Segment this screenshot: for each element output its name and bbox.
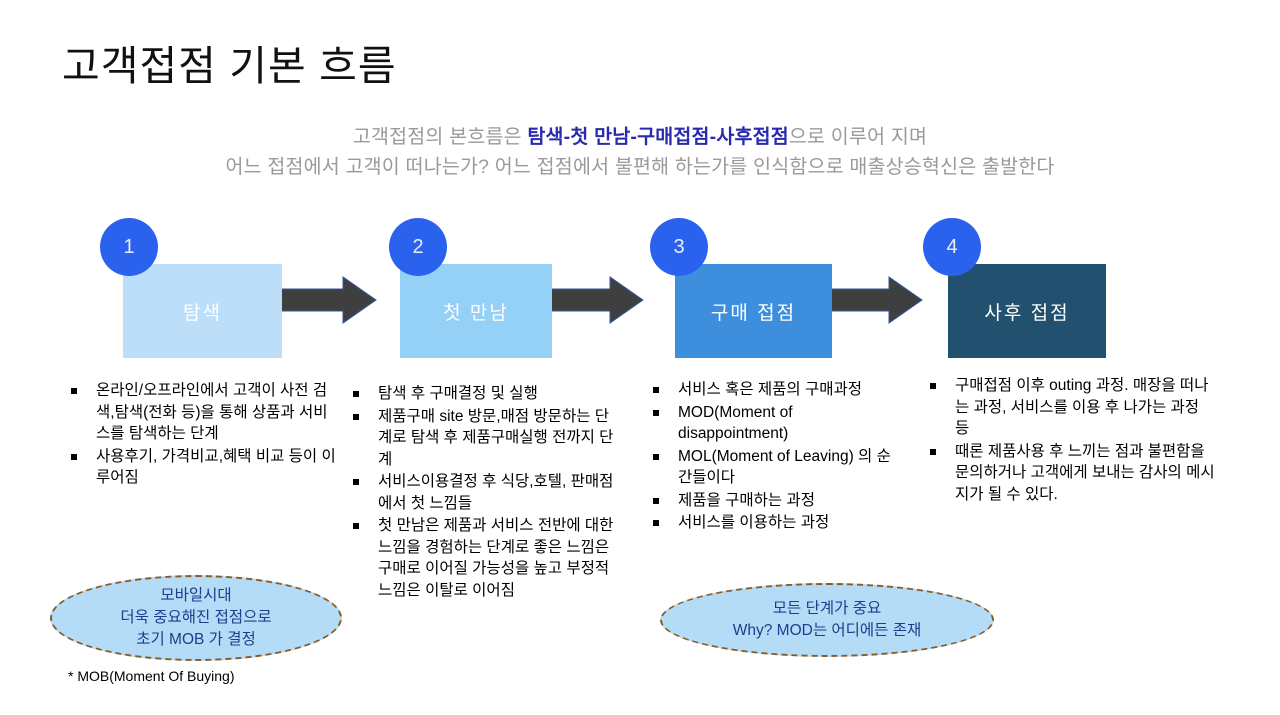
stage-bullets-2: 탐색 후 구매결정 및 실행 제품구매 site 방문,매점 방문하는 단계로 … bbox=[348, 383, 623, 602]
flow-arrow-3-to-4 bbox=[827, 276, 923, 324]
list-item: 탐색 후 구매결정 및 실행 bbox=[348, 383, 623, 405]
stage-number-label-1: 1 bbox=[123, 235, 135, 258]
flow-arrow-2-to-3 bbox=[548, 276, 644, 324]
list-item-text: 사용후기, 가격비교,혜택 비교 등이 이루어짐 bbox=[96, 447, 336, 487]
list-item: 제품구매 site 방문,매점 방문하는 단계로 탐색 후 제품구매실행 전까지… bbox=[348, 406, 623, 471]
list-item: MOL(Moment of Leaving) 의 순간들이다 bbox=[648, 446, 898, 489]
list-item: MOD(Moment of disappointment) bbox=[648, 402, 898, 445]
callout-ellipse-left: 모바일시대 더욱 중요해진 접점으로 초기 MOB 가 결정 bbox=[50, 575, 342, 661]
stage-bullets-3: 서비스 혹은 제품의 구매과정 MOD(Moment of disappoint… bbox=[648, 379, 898, 535]
list-item: 때론 제품사용 후 느끼는 점과 불편함을 문의하거나 고객에게 보내는 감사의… bbox=[925, 441, 1215, 506]
page-title: 고객접점 기본 흐름 bbox=[62, 43, 397, 89]
stage-box-1[interactable]: 탐색 bbox=[123, 264, 282, 358]
list-item: 제품을 구매하는 과정 bbox=[648, 490, 898, 512]
list-item: 첫 만남은 제품과 서비스 전반에 대한 느낌을 경험하는 단계로 좋은 느낌은… bbox=[348, 515, 623, 601]
callout-left-line2: 더욱 중요해진 접점으로 bbox=[120, 609, 272, 626]
stage-box-4[interactable]: 사후 접점 bbox=[948, 264, 1106, 358]
callout-right-line1: 모든 단계가 중요 bbox=[772, 600, 882, 617]
list-item: 온라인/오프라인에서 고객이 사전 검색,탐색(전화 등)을 통해 상품과 서비… bbox=[66, 380, 336, 445]
stage-number-label-3: 3 bbox=[673, 235, 685, 258]
stage-label-4: 사후 접점 bbox=[984, 302, 1070, 324]
arrow-right-icon bbox=[281, 276, 377, 324]
arrow-right-icon bbox=[548, 276, 644, 324]
stage-label-2: 첫 만남 bbox=[443, 302, 509, 324]
stage-number-4: 4 bbox=[923, 218, 981, 276]
list-item: 사용후기, 가격비교,혜택 비교 등이 이루어짐 bbox=[66, 446, 336, 489]
callout-left-line1: 모바일시대 bbox=[160, 587, 232, 604]
stage-number-1: 1 bbox=[100, 218, 158, 276]
stage-label-1: 탐색 bbox=[183, 302, 222, 324]
stage-number-label-4: 4 bbox=[946, 235, 958, 258]
stage-bullets-1: 온라인/오프라인에서 고객이 사전 검색,탐색(전화 등)을 통해 상품과 서비… bbox=[66, 380, 336, 490]
list-item: 구매접점 이후 outing 과정. 매장을 떠나는 과정, 서비스를 이용 후… bbox=[925, 375, 1215, 440]
subtitle-block: 고객접점의 본흐름은 탐색-첫 만남-구매접점-사후접점으로 이루어 지며 어느… bbox=[0, 122, 1280, 182]
callout-ellipse-right: 모든 단계가 중요 Why? MOD는 어디에든 존재 bbox=[660, 583, 994, 657]
callout-right-text: 모든 단계가 중요 Why? MOD는 어디에든 존재 bbox=[733, 598, 922, 642]
callout-left-text: 모바일시대 더욱 중요해진 접점으로 초기 MOB 가 결정 bbox=[120, 585, 271, 651]
arrow-right-icon bbox=[827, 276, 923, 324]
stage-number-2: 2 bbox=[389, 218, 447, 276]
stage-label-3: 구매 접점 bbox=[710, 302, 797, 324]
list-item: 서비스이용결정 후 식당,호텔, 판매점에서 첫 느낌들 bbox=[348, 471, 623, 514]
callout-left-line3: 초기 MOB 가 결정 bbox=[136, 631, 256, 648]
stage-number-3: 3 bbox=[650, 218, 708, 276]
footnote: * MOB(Moment Of Buying) bbox=[68, 668, 235, 684]
stage-box-3[interactable]: 구매 접점 bbox=[675, 264, 832, 358]
list-item: 서비스 혹은 제품의 구매과정 bbox=[648, 379, 898, 401]
stage-box-2[interactable]: 첫 만남 bbox=[400, 264, 552, 358]
subtitle-line1-pre: 고객접점의 본흐름은 bbox=[352, 126, 528, 148]
list-item: 서비스를 이용하는 과정 bbox=[648, 512, 898, 534]
subtitle-line1-highlight: 탐색-첫 만남-구매접점-사후접점 bbox=[527, 126, 789, 148]
subtitle-line1-post: 으로 이루어 지며 bbox=[788, 126, 928, 148]
flow-arrow-1-to-2 bbox=[281, 276, 377, 324]
stage-bullets-4: 구매접점 이후 outing 과정. 매장을 떠나는 과정, 서비스를 이용 후… bbox=[925, 375, 1215, 506]
stage-number-label-2: 2 bbox=[412, 235, 424, 258]
callout-right-line2: Why? MOD는 어디에든 존재 bbox=[732, 622, 922, 639]
subtitle-line2: 어느 접점에서 고객이 떠나는가? 어느 접점에서 불편해 하는가를 인식함으로… bbox=[225, 156, 1055, 178]
